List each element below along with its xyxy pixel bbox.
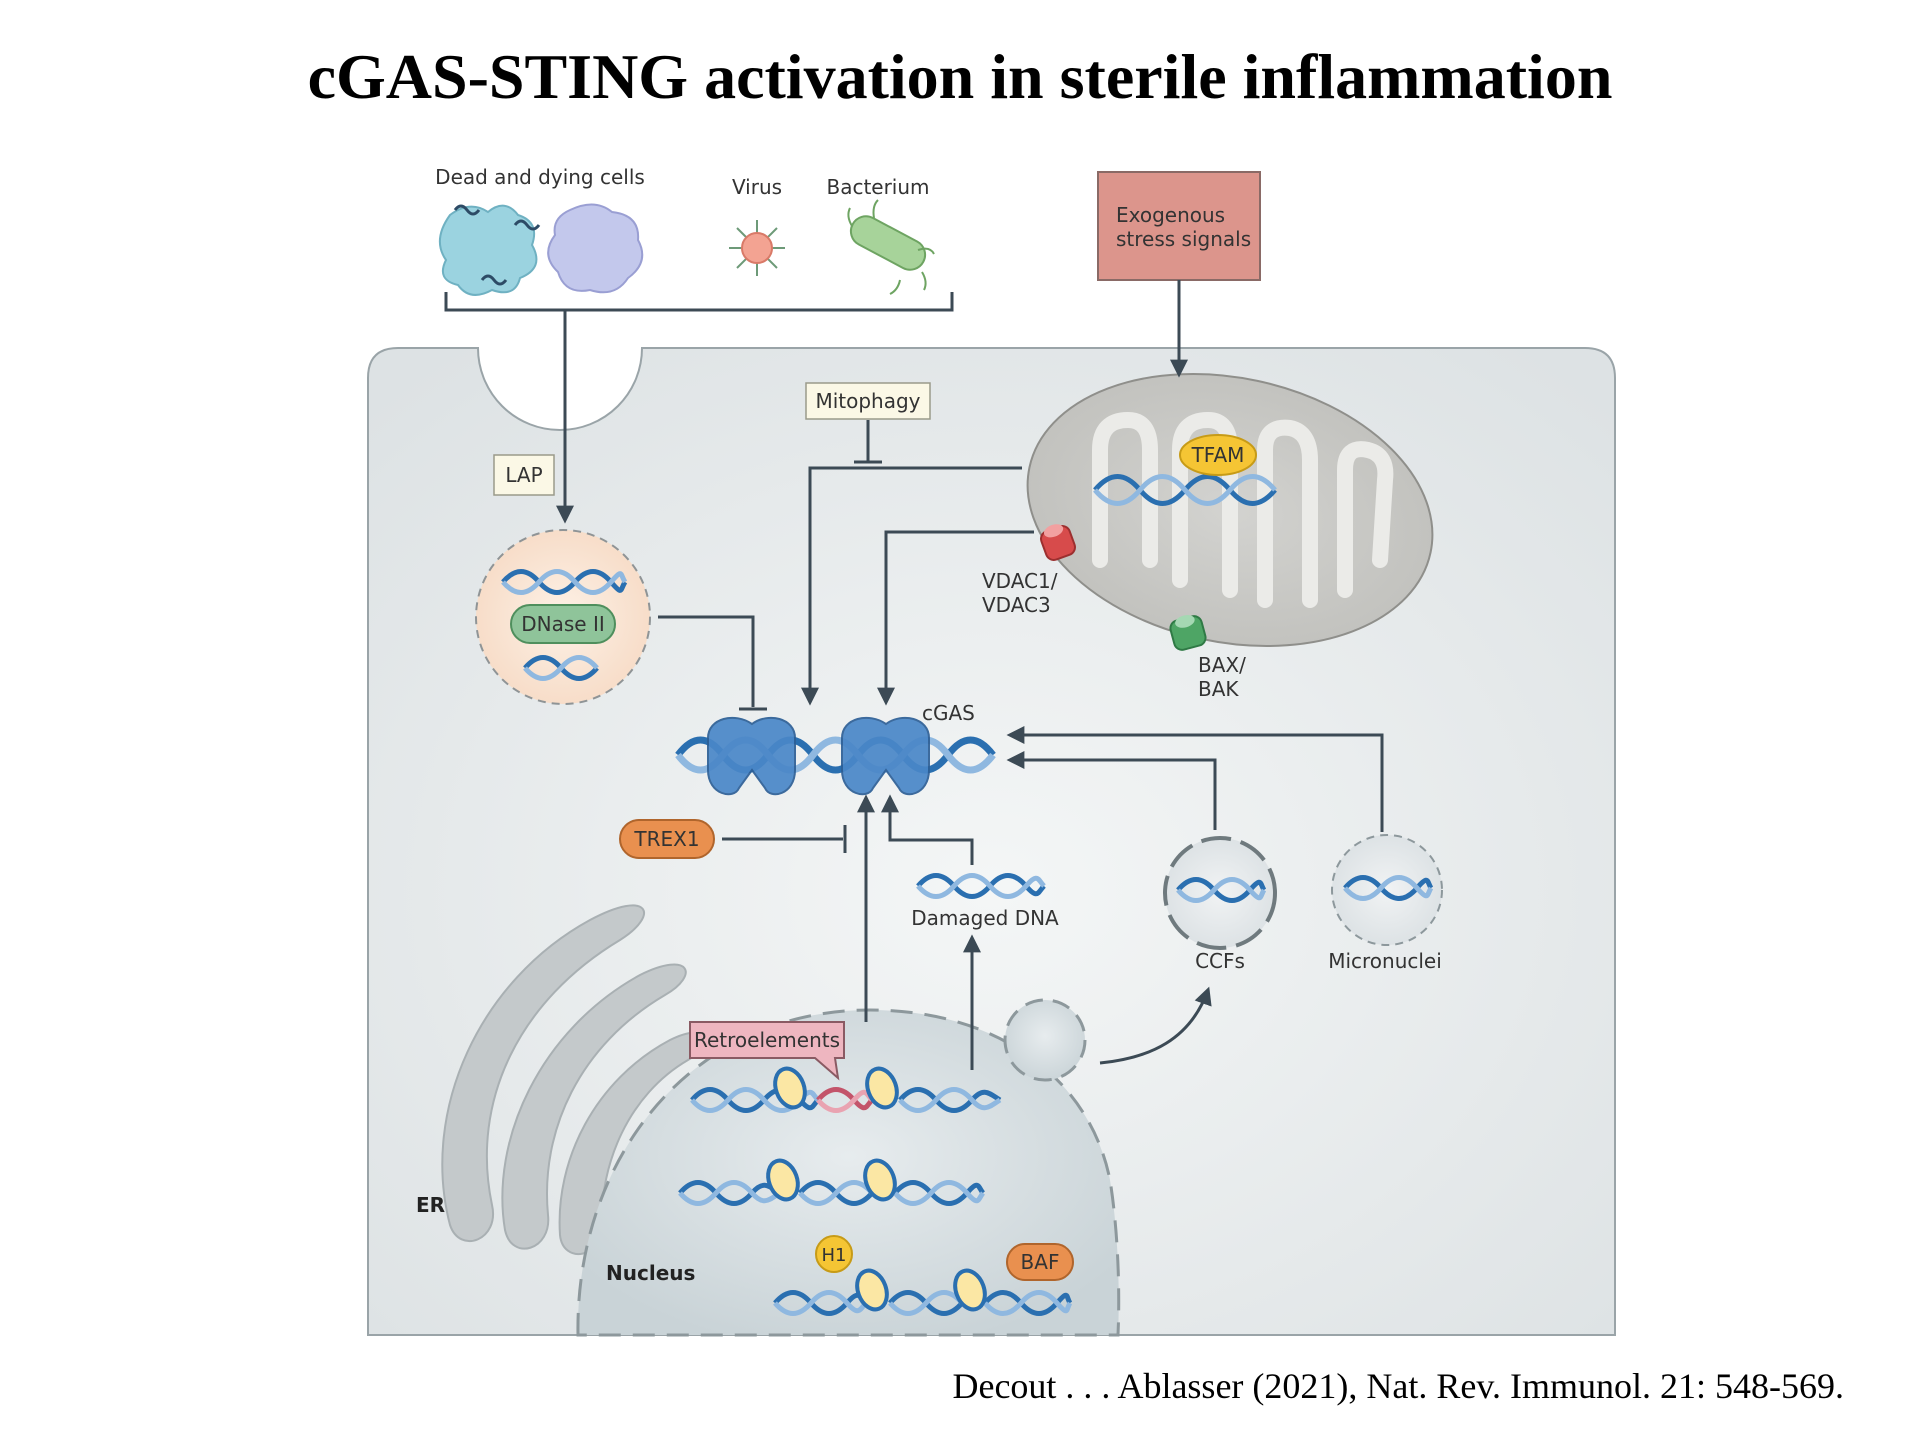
- ccfs-label: CCFs: [1195, 949, 1245, 973]
- damaged-dna-label: Damaged DNA: [911, 906, 1059, 930]
- lap-dna: [501, 569, 628, 681]
- stimuli-bracket: [444, 292, 954, 312]
- dead-cell-icon: [439, 204, 538, 296]
- h1-protein: [815, 1235, 853, 1273]
- nuclear-bleb: [1003, 998, 1087, 1082]
- chromatin-row-2: [678, 1180, 986, 1206]
- nucleosome-icon: [773, 1066, 899, 1110]
- trex1-protein: [619, 819, 715, 859]
- trex1-label: TREX1: [633, 827, 699, 851]
- er-label: ER: [416, 1193, 445, 1217]
- nucleosome-icon: [855, 1268, 987, 1312]
- chromatin-row-1: [690, 1087, 1002, 1113]
- exogenous-stress-box: [1097, 171, 1261, 281]
- vdac-channel: [1040, 524, 1076, 561]
- mitophagy-label: Mitophagy: [815, 389, 920, 413]
- h1-label: H1: [822, 1245, 847, 1266]
- baf-label: BAF: [1021, 1250, 1060, 1274]
- lap-box: [493, 454, 555, 496]
- baxbak-pore: [1169, 615, 1207, 651]
- inhibit-lap-cgas: [658, 615, 755, 707]
- exogenous-stress-label: Exogenous stress signals: [1116, 203, 1251, 251]
- ccf-dna: [1176, 877, 1267, 903]
- arrow-damaged-cgas: [881, 794, 974, 865]
- dying-cell-icon: [547, 203, 644, 294]
- virus-label: Virus: [732, 175, 782, 199]
- slide-title: cGAS-STING activation in sterile inflamm…: [307, 41, 1613, 112]
- vdac-label: VDAC1/ VDAC3: [982, 569, 1064, 617]
- arrow-bleb-ccf: [1099, 986, 1212, 1065]
- arrow-vdac-cgas: [877, 530, 1034, 706]
- nucleosome-icon: [766, 1158, 897, 1202]
- virus-icon: [729, 220, 785, 276]
- bacterium-label: Bacterium: [826, 175, 929, 199]
- lap-label: LAP: [505, 463, 542, 487]
- bacterium-icon: [847, 199, 935, 295]
- arrow-mito-release-cgas: [801, 466, 1022, 706]
- dnase-label: DNase II: [521, 612, 605, 636]
- damaged-dna: [916, 873, 1046, 899]
- citation: Decout . . . Ablasser (2021), Nat. Rev. …: [952, 1366, 1844, 1406]
- cgas-label: cGAS: [922, 701, 975, 725]
- mitochondrion: [1026, 373, 1434, 647]
- tfam-label: TFAM: [1191, 443, 1245, 467]
- micronuclei-label: Micronuclei: [1328, 949, 1442, 973]
- dead-cell-dna-icon: [453, 204, 541, 286]
- arrow-ccf-cgas: [1006, 751, 1217, 830]
- nucleus-label: Nucleus: [606, 1261, 695, 1285]
- micronucleus: [1331, 834, 1443, 946]
- baxbak-label: BAX/ BAK: [1198, 653, 1252, 701]
- tfam-protein: [1179, 434, 1257, 476]
- micronucleus-dna: [1343, 875, 1434, 901]
- retroelements-label: Retroelements: [694, 1028, 840, 1052]
- dnase-protein: [510, 604, 616, 644]
- baf-protein: [1006, 1243, 1074, 1281]
- dead-cells-label: Dead and dying cells: [435, 165, 645, 189]
- mitophagy-box: [805, 382, 931, 420]
- mito-dna: [1093, 474, 1277, 506]
- cgas-dimer: [707, 716, 930, 796]
- arrow-micronuclei-cgas: [1006, 726, 1384, 832]
- retroelements-box: [689, 1021, 845, 1081]
